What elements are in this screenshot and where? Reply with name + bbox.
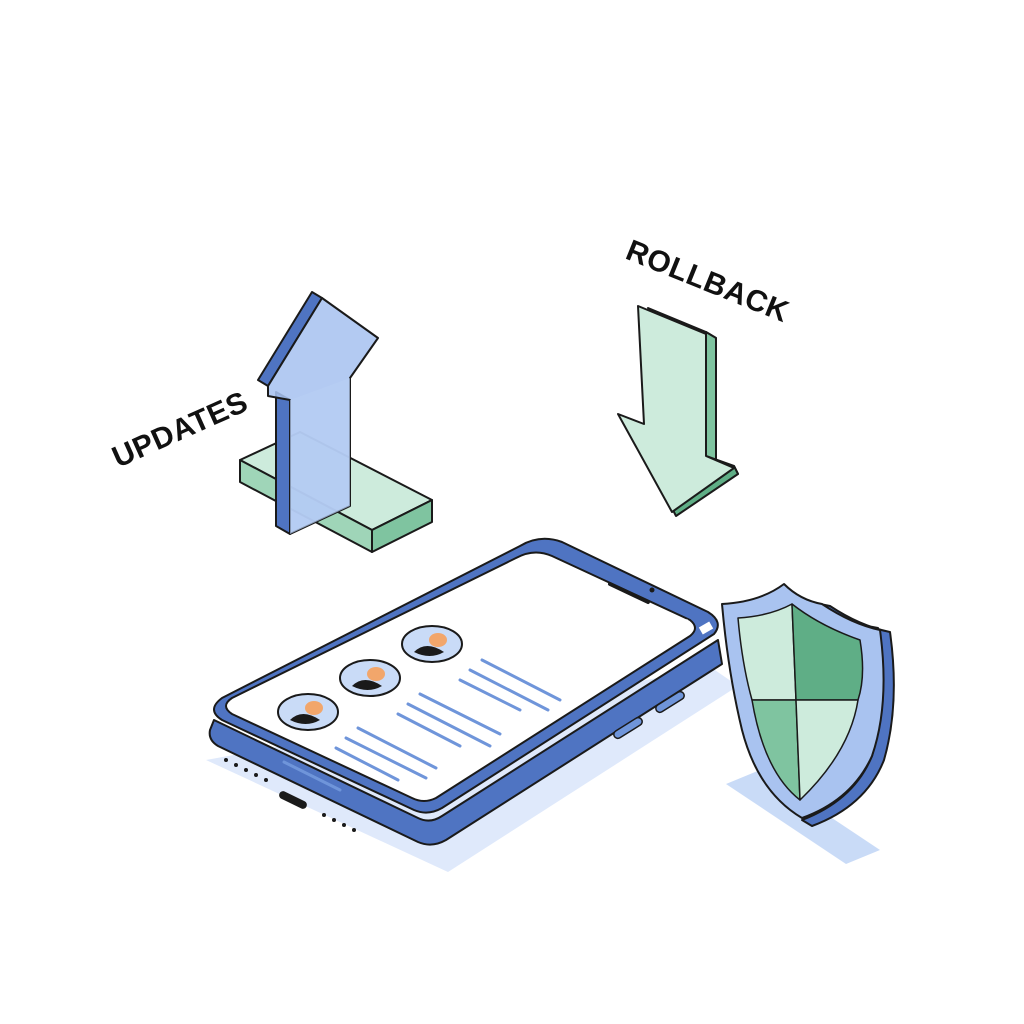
updates-label-group: UPDATES (107, 385, 253, 474)
down-arrow-icon (617, 305, 739, 517)
speaker-holes (224, 758, 356, 832)
list-item (339, 659, 502, 748)
list-item (401, 625, 562, 712)
updates-label: UPDATES (107, 385, 253, 474)
user-avatar-icon (339, 659, 401, 697)
user-avatar-icon (401, 625, 463, 663)
smartphone-icon (206, 537, 738, 872)
up-arrow-icon (257, 291, 379, 535)
user-avatar-icon (277, 693, 339, 731)
list-item (277, 693, 438, 792)
status-bar-icons (672, 618, 714, 635)
shield-icon (721, 583, 895, 864)
